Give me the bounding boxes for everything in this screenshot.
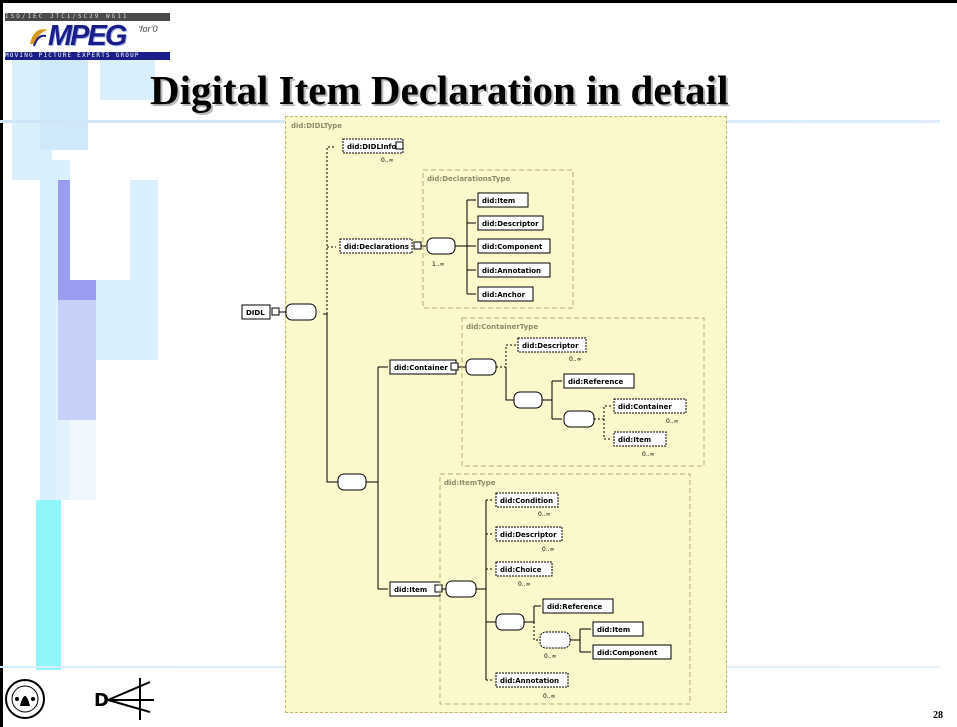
decl-item-box[interactable] [477,192,529,208]
decl-descriptor-box[interactable] [477,215,544,231]
deco-block-2 [40,60,88,150]
declarations-type-group [422,169,574,309]
item-inner-choice-card: 0..∞ [544,653,557,660]
item-annotation-box[interactable] [495,672,569,688]
container-descriptor-box[interactable] [517,337,587,353]
logo-band-top: ISO/IEC JTC1/SC29 WG11 [5,13,170,21]
schema-diagram: .lbl{font-size:7px;font-weight:bold;fill… [285,116,727,713]
slide-title: Digital Item Declaration in detail [150,67,729,113]
didl-root-label: DIDL [246,309,265,317]
didl-sequence-icon [285,303,317,321]
decl-anchor-box[interactable] [477,286,534,302]
item-component-box[interactable] [592,644,672,660]
container-label: did:Container [394,364,448,372]
item-condition-card: 0..∞ [538,511,551,518]
item-type-label: did:ItemType [444,479,496,487]
item-descriptor-card: 0..∞ [542,546,555,553]
svg-text:D: D [94,690,109,711]
university-seal-icon [5,679,45,719]
declarations-card: 1..∞ [432,261,445,268]
item-sub-item-label: did:Item [597,626,630,634]
item-condition-box[interactable] [495,492,559,508]
declarations-type-label: did:DeclarationsType [427,175,510,183]
container-type-label: did:ContainerType [466,323,538,331]
container-sub-item-card: 0..∞ [642,451,655,458]
department-logo-icon: D [94,678,154,720]
item-annotation-label: did:Annotation [500,677,559,685]
logo-band-bottom: MOVING PICTURE EXPERTS GROUP [5,52,170,60]
item-sequence-icon [445,580,477,598]
deco-block-7 [70,165,130,280]
item-annotation-card: 0..∞ [543,693,556,700]
didl-type-label: did:DIDLType [291,122,342,130]
item-component-label: did:Component [597,649,658,657]
item-reference-box[interactable] [542,598,614,614]
container-sub-container-box[interactable] [613,398,687,414]
container-sub-item-box[interactable] [613,431,667,447]
didl-info-label: did:DIDLInfo [347,143,397,151]
container-sequence-icon [465,358,497,376]
logo-superscript: ʻforʻ0 [138,24,158,34]
container-reference-box[interactable] [563,373,635,389]
top-border [0,0,957,3]
container-sub-container-label: did:Container [618,403,672,411]
deco-block-8 [36,500,61,670]
left-border [0,0,3,727]
container-descriptor-card: 0..∞ [569,356,582,363]
decl-descriptor-label: did:Descriptor [482,220,539,228]
schema-diagram-svg: .lbl{font-size:7px;font-weight:bold;fill… [291,122,705,705]
decl-anchor-label: did:Anchor [482,291,526,299]
container-sub-item-label: did:Item [618,436,651,444]
decl-annotation-label: did:Annotation [482,267,541,275]
page-number: 28 [933,710,943,721]
item-type-group [439,473,691,705]
item-inner-choice-icon [539,631,571,649]
item-choice-label: did:Choice [500,566,542,574]
item-choice-card: 0..∞ [518,581,531,588]
deco-block-3 [100,60,155,100]
didl-info-card: 0..∞ [381,157,394,164]
mpeg-logo: MPEG [48,20,127,52]
container-descriptor-label: did:Descriptor [522,342,579,350]
didl-root-box[interactable] [241,304,271,320]
container-sub-container-card: 0..∞ [666,418,679,425]
deco-block-9 [56,300,96,500]
item-choice-box[interactable] [495,561,553,577]
declarations-label: did:Declarations [344,243,409,251]
didl-choice-icon [337,473,367,491]
container-type-group [461,317,705,467]
item-descriptor-box[interactable] [495,526,563,542]
item-choice-icon [495,613,525,631]
decl-component-box[interactable] [477,238,551,254]
decl-annotation-box[interactable] [477,262,551,278]
item-condition-label: did:Condition [500,497,553,505]
declarations-choice-icon [426,237,456,255]
decl-component-label: did:Component [482,243,543,251]
container-inner-sequence-icon [563,410,595,428]
container-choice-icon [513,391,543,409]
item-sub-item-box[interactable] [592,621,644,637]
item-label: did:Item [394,586,427,594]
logo-swirl-icon [30,29,48,47]
declarations-box[interactable] [339,238,413,254]
didl-root: DIDL [241,303,317,321]
container-reference-label: did:Reference [568,378,623,386]
item-descriptor-label: did:Descriptor [500,531,557,539]
decl-item-label: did:Item [482,197,515,205]
item-reference-label: did:Reference [547,603,602,611]
